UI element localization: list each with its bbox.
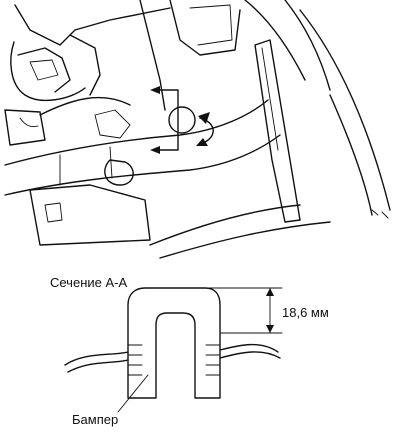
dimension-label: 18,6 мм: [282, 305, 329, 320]
bumper-label: Бампер: [72, 412, 119, 427]
section-arrow-icon: [150, 86, 160, 154]
section-detail: [64, 287, 283, 413]
engine-bay-illustration: [4, 0, 391, 259]
section-title: Сечение A-A: [50, 275, 128, 290]
rotation-arrow-icon: [196, 112, 214, 146]
